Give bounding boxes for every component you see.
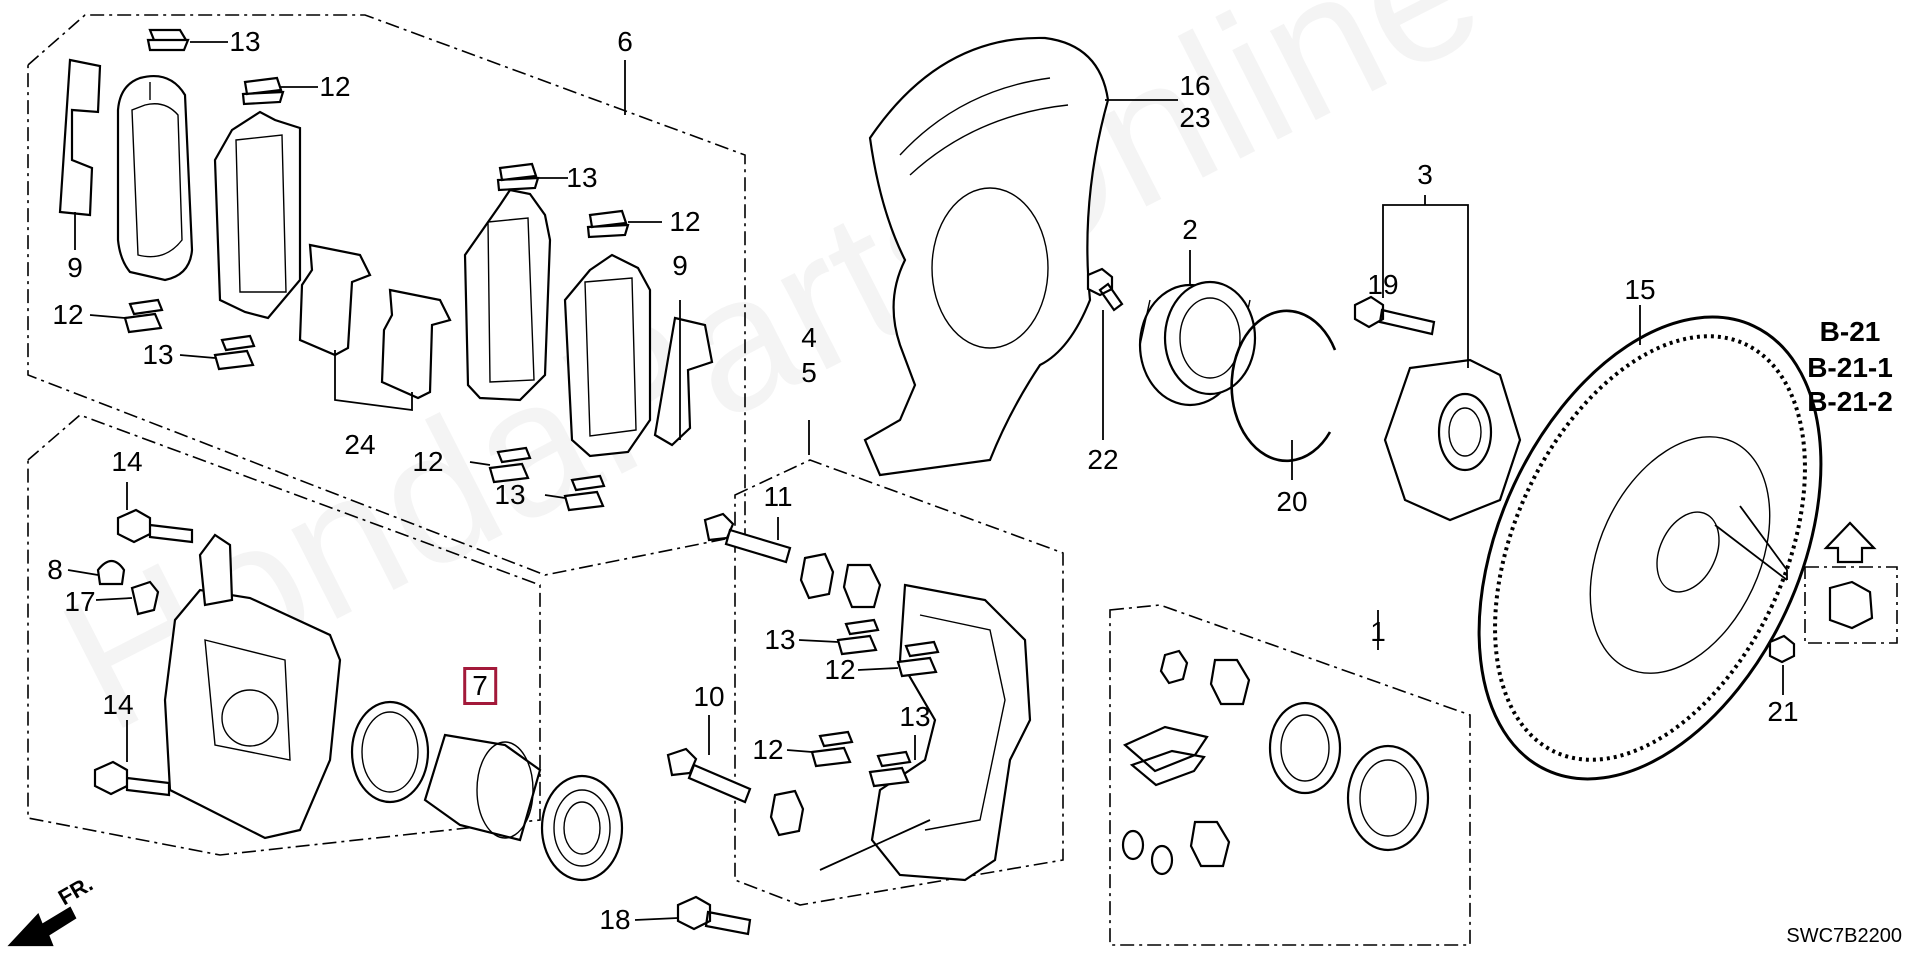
callout-9: 9 (67, 252, 83, 283)
callout-1: 1 (1370, 616, 1386, 647)
callout-16: 16 (1179, 70, 1211, 101)
callout-20: 20 (1276, 486, 1308, 517)
brake-pad-1 (116, 74, 194, 282)
cap-8 (96, 559, 126, 586)
wheel-stud-21 (1768, 634, 1796, 664)
brake-pad-3 (463, 188, 552, 402)
guide-pin-11 (703, 512, 792, 564)
callout-12: 12 (669, 206, 701, 237)
callout-7-highlighted[interactable]: 7 (463, 667, 497, 705)
callout-12: 12 (824, 654, 856, 685)
callout-4: 4 (801, 322, 817, 353)
bracket-box (734, 459, 1064, 906)
caliper-box (27, 414, 541, 856)
callout-21: 21 (1767, 696, 1799, 727)
shim-9-left (58, 58, 102, 217)
callout-9: 9 (672, 250, 688, 281)
callout-12: 12 (52, 299, 84, 330)
hub-bolt-19 (1353, 295, 1436, 336)
pad-kit-box (27, 14, 746, 576)
bracket-clips (810, 618, 940, 788)
callout-15: 15 (1624, 274, 1656, 305)
brake-pad-4 (563, 253, 652, 458)
callout-6: 6 (617, 26, 633, 57)
bolt-14-top (116, 508, 194, 544)
callout-24: 24 (344, 429, 376, 460)
callout-8: 8 (47, 554, 63, 585)
leader-lines (67, 41, 1788, 921)
callout-22: 22 (1087, 444, 1119, 475)
callout-13: 13 (494, 479, 526, 510)
guide-pin-10 (666, 747, 752, 804)
callout-3: 3 (1417, 159, 1433, 190)
diagram-code: SWC7B2200 (1786, 925, 1902, 947)
piston-7 (423, 733, 542, 842)
callout-12: 12 (319, 71, 351, 102)
pin-boots (769, 552, 882, 837)
nut-box (1804, 566, 1898, 644)
piston-seal (350, 700, 430, 804)
caliper-mount-ear (198, 533, 234, 607)
ref-link-b21-1[interactable]: B-21-1 (1807, 352, 1893, 383)
shim-24-b (380, 288, 452, 400)
caliper-bracket (870, 583, 1032, 882)
seal-kit-parts (1121, 649, 1342, 876)
callout-17: 17 (64, 586, 96, 617)
ref-link-b21-2[interactable]: B-21-2 (1807, 386, 1893, 417)
callout-13: 13 (899, 701, 931, 732)
callout-14: 14 (102, 689, 134, 720)
callout-19: 19 (1367, 269, 1399, 300)
callout-10: 10 (693, 681, 725, 712)
callout-12: 12 (412, 446, 444, 477)
hub-nut (1828, 580, 1874, 630)
callout-13: 13 (229, 26, 261, 57)
callout-11: 11 (763, 481, 793, 512)
bolt-14-bottom (93, 760, 171, 797)
caliper-body (163, 588, 342, 840)
seal-kit-box (1109, 604, 1471, 946)
ref-link-b21[interactable]: B-21 (1819, 316, 1881, 347)
callout-5: 5 (801, 357, 817, 388)
bracket-bolt-18 (676, 895, 752, 936)
brake-rotor (1477, 315, 1823, 781)
brake-pad-2 (213, 110, 302, 320)
snap-ring (1230, 309, 1337, 463)
ref-arrow (1823, 521, 1877, 564)
splash-shield (863, 36, 1110, 477)
callout-13: 13 (566, 162, 598, 193)
pad-clips (123, 28, 630, 512)
shim-9-right (653, 316, 714, 447)
bleeder-17 (130, 580, 160, 616)
callout-13: 13 (142, 339, 174, 370)
callout-12: 12 (752, 734, 784, 765)
callout-13: 13 (764, 624, 796, 655)
bolt-22 (1086, 267, 1124, 312)
callout-18: 18 (599, 904, 631, 935)
shim-24-a (298, 243, 372, 357)
callout-2: 2 (1182, 214, 1198, 245)
callout-14: 14 (111, 446, 143, 477)
front-arrow-icon (7, 906, 77, 947)
callout-23: 23 (1179, 102, 1211, 133)
